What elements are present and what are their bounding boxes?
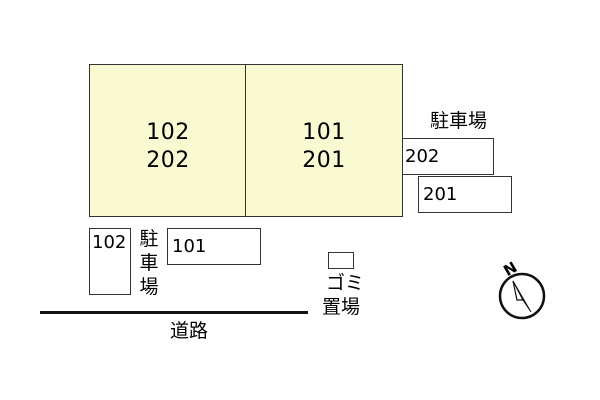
building-unit-102-202: 102 202 [89, 64, 247, 217]
parking-left-label-char-1: 駐 [139, 228, 159, 250]
building-unit-101-201: 101 201 [245, 64, 403, 217]
garbage-area-label-line1: ゴミ [326, 272, 365, 294]
parking-space-202-label: 202 [405, 146, 440, 167]
parking-space-101: 101 [167, 228, 261, 265]
parking-space-201: 201 [418, 176, 512, 213]
parking-space-101-label: 101 [172, 236, 207, 257]
parking-space-102-label: 102 [92, 232, 127, 253]
parking-right-label: 駐車場 [430, 110, 488, 132]
road-line [40, 311, 308, 314]
unit-label-201: 201 [302, 148, 346, 173]
unit-label-101: 101 [302, 120, 346, 145]
parking-space-102: 102 [89, 228, 131, 295]
parking-space-201-label: 201 [423, 184, 458, 205]
garbage-area-label-line2: 置場 [322, 296, 361, 318]
compass-north-icon [498, 272, 546, 320]
garbage-area-box [328, 252, 354, 269]
unit-label-102: 102 [146, 120, 190, 145]
parking-left-label-char-2: 車 [139, 252, 159, 274]
parking-left-label-char-3: 場 [139, 276, 159, 298]
compass-needle-outline [512, 280, 524, 301]
unit-label-202: 202 [146, 148, 190, 173]
compass-ring [498, 272, 546, 320]
parking-space-202: 202 [402, 138, 494, 175]
road-label: 道路 [170, 320, 209, 342]
